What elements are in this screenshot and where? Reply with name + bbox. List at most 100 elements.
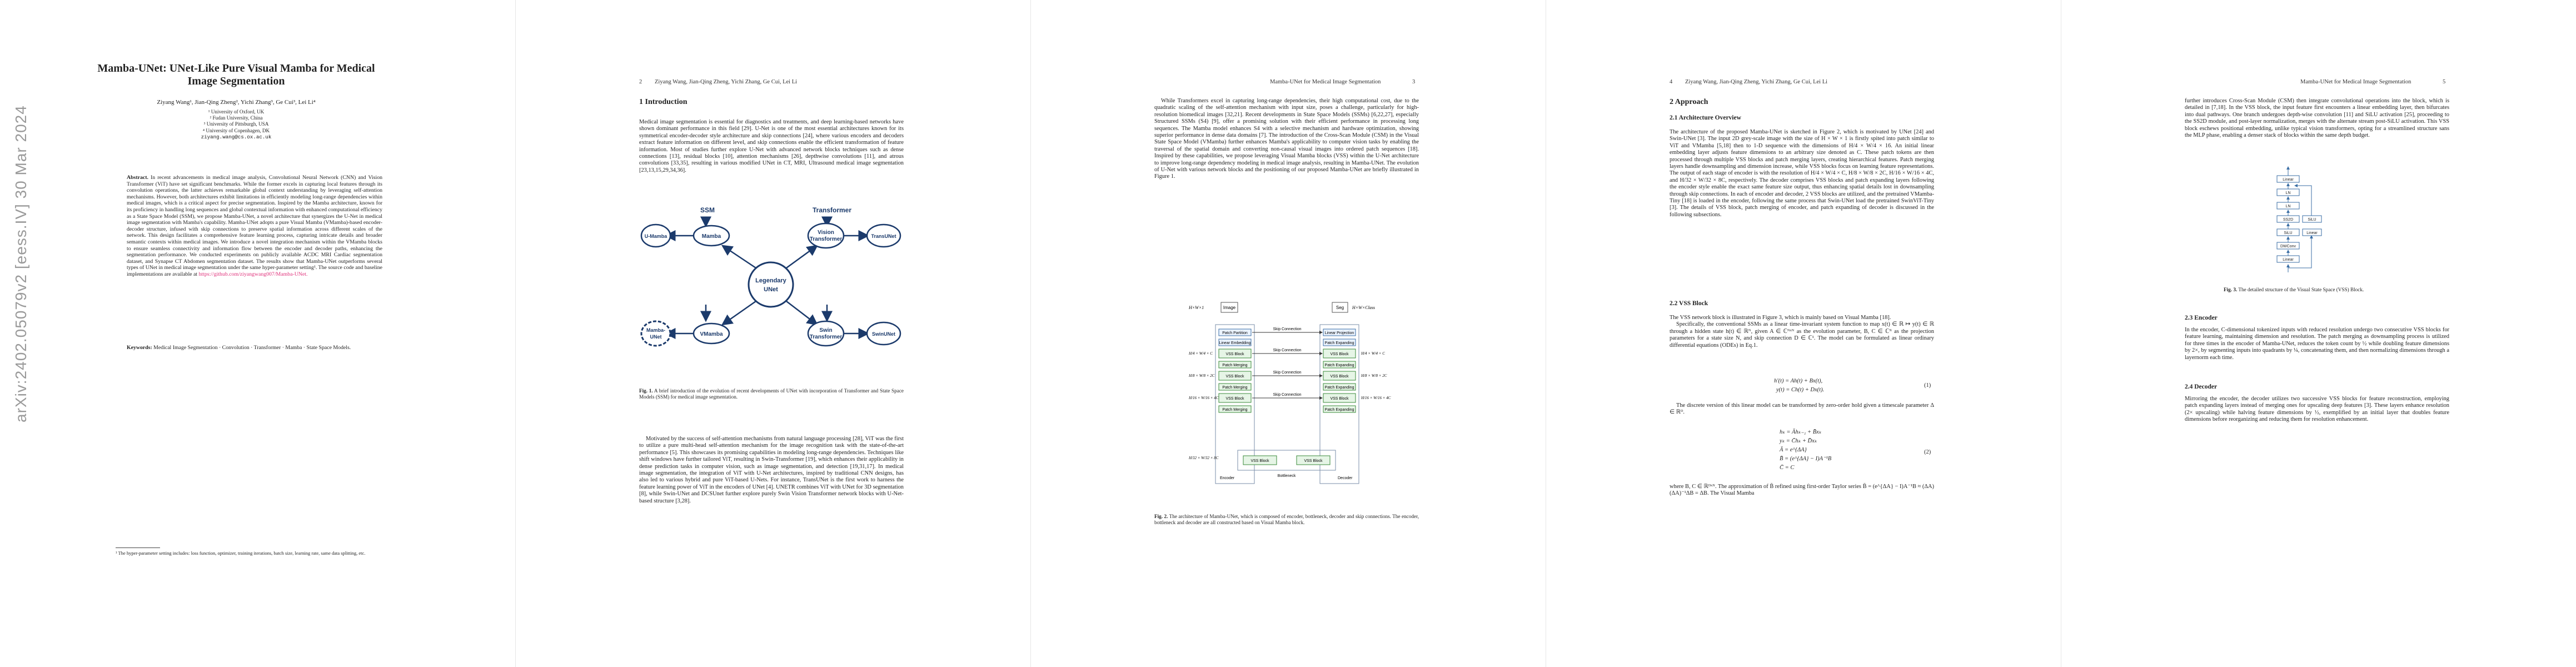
subsection-heading: 2.4 Decoder bbox=[2185, 384, 2218, 390]
mamba-unet-label-1: Mamba- bbox=[646, 327, 665, 333]
dim-label: H/16 × W/16 × 4C bbox=[1361, 396, 1391, 400]
vss-layer: Linear bbox=[2283, 178, 2294, 182]
vss-block-text: The VSS network block is illustrated in … bbox=[1670, 315, 1934, 349]
paragraph: The discrete version of this linear mode… bbox=[1670, 402, 1934, 416]
skip-label: Skip Connection bbox=[1273, 371, 1302, 375]
keywords-label: Keywords: bbox=[127, 345, 152, 351]
page-number: 3 bbox=[1412, 79, 1416, 85]
vss-approx-text: where B, C ∈ ℝᴰˣᴺ. The approximation of … bbox=[1670, 484, 1934, 497]
page-number: 4 bbox=[1670, 79, 1673, 85]
encoder-frame bbox=[1215, 324, 1255, 484]
page-number: 5 bbox=[2443, 79, 2446, 85]
caption-text: The architecture of Mamba-UNet, which is… bbox=[1154, 514, 1419, 525]
dec-block: Patch Expanding bbox=[1325, 341, 1354, 345]
figure-1-evolution-diagram: SSM Transformer Legendary UNet Mamba Vis… bbox=[640, 206, 901, 347]
image-input bbox=[1220, 302, 1238, 313]
figure-3-caption: Fig. 3. The detailed structure of the Vi… bbox=[2224, 287, 2446, 293]
transunet-node bbox=[866, 223, 901, 248]
swin-transformer-node bbox=[807, 320, 845, 347]
paragraph: The VSS network block is illustrated in … bbox=[1670, 315, 1891, 321]
vss-side-layer: SiLU bbox=[2308, 218, 2316, 222]
running-header: Ziyang Wang, Jian-Qing Zheng, Yichi Zhan… bbox=[655, 79, 798, 85]
paragraph: Specifically, the conventional SSMs as a… bbox=[1670, 321, 1934, 349]
affiliation: ¹ University of Oxford, UK bbox=[208, 109, 265, 115]
equation-line: hₖ = Āhₖ₋₁ + B̄xₖ bbox=[1780, 429, 1822, 435]
paragraph: Medical image segmentation is essential … bbox=[639, 119, 904, 173]
transunet-label: TransUNet bbox=[871, 233, 896, 239]
page-2: 2 Ziyang Wang, Jian-Qing Zheng, Yichi Zh… bbox=[515, 0, 1030, 667]
vmamba-label: VMamba bbox=[700, 331, 723, 337]
transformer-label: Transformer bbox=[813, 206, 851, 214]
paragraph: The architecture of the proposed Mamba-U… bbox=[1670, 129, 1934, 218]
running-header: Ziyang Wang, Jian-Qing Zheng, Yichi Zhan… bbox=[1685, 79, 1828, 85]
page-5: Mamba-UNet for Medical Image Segmentatio… bbox=[2061, 0, 2576, 667]
paragraph: further introduces Cross-Scan Module (CS… bbox=[2185, 98, 2449, 139]
enc-block: VSS Block bbox=[1225, 397, 1244, 401]
bottleneck-block: VSS Block bbox=[1304, 459, 1323, 463]
subsection-heading: 2.3 Encoder bbox=[2185, 315, 2218, 321]
abstract-text: In recent advancements in medical image … bbox=[127, 175, 382, 277]
dec-block: Patch Expanding bbox=[1325, 364, 1354, 367]
skip-label: Skip Connection bbox=[1273, 349, 1302, 352]
vss-layer: SiLU bbox=[2284, 231, 2292, 235]
caption-label: Fig. 2. bbox=[1154, 514, 1168, 519]
vss-layer: Linear bbox=[2283, 258, 2294, 262]
dim-label: H/8 × W/8 × 2C bbox=[1188, 374, 1215, 378]
umamba-label: U-Mamba bbox=[645, 233, 667, 239]
paragraph: Motivated by the success of self-attenti… bbox=[639, 436, 904, 504]
vmamba-node bbox=[692, 322, 730, 345]
arxiv-stamp: arXiv:2402.05079v2 [eess.IV] 30 Mar 2024 bbox=[12, 105, 29, 422]
unet-label: UNet bbox=[764, 286, 778, 293]
encoder-label: Encoder bbox=[1220, 476, 1235, 480]
legendary-unet-node bbox=[748, 261, 794, 308]
paper-title: Mamba-UNet: UNet-Like Pure Visual Mamba … bbox=[97, 62, 375, 87]
caption-text: The detailed structure of the Visual Sta… bbox=[2238, 287, 2364, 292]
mamba-node bbox=[692, 225, 730, 247]
dec-block: VSS Block bbox=[1330, 397, 1349, 401]
mamba-label: Mamba bbox=[702, 233, 721, 240]
equation-2: hₖ = Āhₖ₋₁ + B̄xₖ yₖ = C̄hₖ + D̄xₖ Ā = e… bbox=[1780, 428, 1831, 472]
figure-3-vss-block-diagram: Linear DWConv SiLU SS2D LN LN Linear Lin… bbox=[2276, 166, 2322, 272]
decoder-label: Decoder bbox=[1338, 476, 1353, 480]
abstract-label: Abstract. bbox=[127, 175, 148, 181]
source-code-link[interactable]: https://github.com/ziyangwang007/Mamba-U… bbox=[198, 271, 308, 277]
enc-block: Patch Merging bbox=[1222, 408, 1247, 412]
dec-block: Linear Projection bbox=[1325, 331, 1354, 335]
paragraph: In the encoder, C-dimensional tokenized … bbox=[2185, 327, 2449, 361]
page-number: 2 bbox=[639, 79, 642, 85]
equation-line: yₖ = C̄hₖ + D̄xₖ bbox=[1780, 438, 1817, 444]
input-dim: H×W×1 bbox=[1188, 305, 1204, 310]
vision-transformer-label: Transformer bbox=[810, 236, 842, 242]
paragraph: where B, C ∈ ℝᴰˣᴺ. The approximation of … bbox=[1670, 484, 1934, 497]
figure-2-caption: Fig. 2. The architecture of Mamba-UNet, … bbox=[1154, 514, 1419, 526]
enc-block: VSS Block bbox=[1225, 375, 1244, 379]
vss-layer: SS2D bbox=[2283, 218, 2293, 222]
bottleneck-label: Bottleneck bbox=[1278, 474, 1296, 478]
paragraph: Mirroring the encoder, the decoder utili… bbox=[2185, 396, 2449, 423]
page-3: Mamba-UNet for Medical Image Segmentatio… bbox=[1030, 0, 1546, 667]
skip-label: Skip Connection bbox=[1273, 393, 1302, 397]
page-1: arXiv:2402.05079v2 [eess.IV] 30 Mar 2024… bbox=[0, 0, 515, 667]
dim-label: H/4 × W/4 × C bbox=[1361, 351, 1385, 356]
umamba-node bbox=[640, 223, 671, 248]
intro-paragraph-2: Motivated by the success of self-attenti… bbox=[639, 436, 904, 505]
ssm-label: SSM bbox=[700, 206, 715, 214]
paragraph: While Transformers excel in capturing lo… bbox=[1154, 98, 1419, 180]
dec-block: VSS Block bbox=[1330, 375, 1349, 379]
equation-2-number: (2) bbox=[1924, 449, 1931, 455]
dec-block: Patch Expanding bbox=[1325, 408, 1354, 412]
dim-label: H/32 × W/32 × 8C bbox=[1188, 456, 1219, 460]
affiliation: ³ University of Pittsburgh, USA bbox=[203, 121, 269, 127]
vss-layer: DWConv bbox=[2280, 245, 2296, 248]
skip-label: Skip Connection bbox=[1273, 327, 1302, 331]
decoder-frame bbox=[1319, 324, 1359, 484]
page-4: 4 Ziyang Wang, Jian-Qing Zheng, Yichi Zh… bbox=[1546, 0, 2061, 667]
discrete-text: The discrete version of this linear mode… bbox=[1670, 402, 1934, 416]
figure-1-caption: Fig. 1. A brief introduction of the evol… bbox=[639, 388, 904, 400]
subsection-heading: 2.1 Architecture Overview bbox=[1670, 115, 1741, 121]
enc-block: Patch Merging bbox=[1222, 364, 1247, 367]
enc-block: VSS Block bbox=[1225, 352, 1244, 356]
vss-continued-text: further introduces Cross-Scan Module (CS… bbox=[2185, 98, 2449, 139]
decoder-blocks: Linear Projection Patch Expanding VSS Bl… bbox=[1323, 328, 1356, 413]
section-heading: 1 Introduction bbox=[639, 98, 687, 106]
